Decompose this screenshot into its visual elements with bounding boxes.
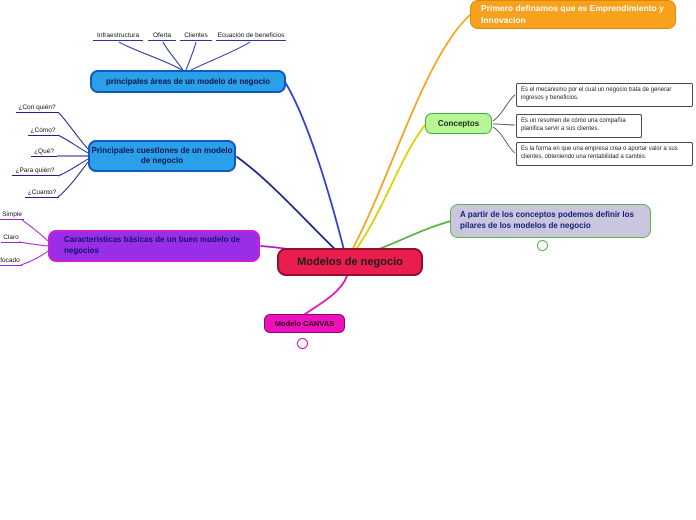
subtopic-label: ¿Cómo? (30, 127, 56, 134)
subtopic-label: Infraestructura (97, 32, 139, 39)
topic-cuestiones-label: Principales cuestiones de un modelo de n… (91, 145, 233, 165)
concept-definition-1[interactable]: Es el mecanismo por el cual un negocio t… (516, 83, 693, 107)
edge-cuestiones-paraquien (57, 158, 89, 177)
subtopic-label: ¿Cuanto? (27, 189, 57, 196)
edge-conceptos-def3 (492, 126, 516, 154)
subtopic-como[interactable]: ¿Cómo? (28, 127, 58, 136)
subtopic-label: Ecuación de beneficios (217, 32, 285, 39)
subtopic-oferta[interactable]: Oferta (148, 32, 176, 41)
subtopic-simple[interactable]: Simple (0, 211, 24, 220)
edge-cuestiones (236, 156, 341, 255)
edge-areas-oferta (162, 41, 184, 71)
central-topic[interactable]: Modelos de negocio (277, 248, 423, 276)
subtopic-cuanto[interactable]: ¿Cuanto? (25, 189, 59, 198)
subtopic-infraestructura[interactable]: Infraestructura (93, 32, 143, 41)
topic-caracteristicas-label: Características básicas de un buen model… (64, 235, 241, 255)
topic-modelo-canvas[interactable]: Modelo CANVAS (264, 314, 345, 333)
attachment-icon[interactable] (297, 338, 308, 349)
edge-areas-ecuacion (190, 41, 251, 71)
edge-cuestiones-como (57, 134, 89, 154)
edge-conceptos-def2 (492, 123, 516, 126)
concept-definition-3-text: Es la forma en que una empresa crea o ap… (521, 146, 678, 161)
subtopic-ecuacion-de-beneficios[interactable]: Ecuación de beneficios (216, 32, 286, 41)
subtopic-clientes[interactable]: Clientes (180, 32, 212, 41)
topic-conceptos-label: Conceptos (437, 119, 480, 128)
topic-emprendimiento[interactable]: Primero definamos que es Emprendimiento … (470, 0, 676, 29)
concept-definition-2[interactable]: Es un resumen de cómo una compañía plani… (516, 114, 642, 138)
subtopic-claro[interactable]: Claro (1, 234, 21, 243)
edge-conceptos (353, 123, 427, 253)
edge-conceptos-def1 (492, 94, 516, 122)
subtopic-label: Clientes (184, 32, 208, 39)
topic-modelo-canvas-label: Modelo CANVAS (274, 319, 335, 328)
topic-pilares-label: A partir de los conceptos podemos defini… (460, 210, 634, 230)
subtopic-label: ¿Qué? (34, 148, 54, 155)
edge-cuestiones-cuanto (57, 161, 89, 198)
subtopic-label: Oferta (152, 32, 172, 39)
subtopic-label: Simple (2, 211, 22, 218)
topic-conceptos[interactable]: Conceptos (425, 113, 492, 134)
collapsed-subtopics-icon[interactable] (537, 240, 548, 251)
subtopic-label: ¿Con quién? (18, 104, 56, 111)
concept-definition-2-text: Es un resumen de cómo una compañía plani… (521, 118, 626, 133)
subtopic-con-quien[interactable]: ¿Con quién? (16, 104, 58, 113)
edge-emprendimiento (351, 13, 472, 251)
subtopic-label: focado (0, 257, 20, 264)
concept-definition-1-text: Es el mecanismo por el cual un negocio t… (521, 87, 672, 102)
edge-caracteristicas-simple (20, 218, 49, 242)
edge-cuestiones-conquien (57, 111, 89, 150)
topic-caracteristicas[interactable]: Características básicas de un buen model… (48, 230, 260, 262)
subtopic-label: Claro (3, 234, 19, 241)
subtopic-enfocado[interactable]: focado (0, 257, 22, 266)
edge-areas-clientes (185, 41, 197, 71)
edge-canvas (304, 275, 348, 315)
topic-cuestiones[interactable]: Principales cuestiones de un modelo de n… (88, 140, 236, 172)
topic-emprendimiento-label: Primero definamos que es Emprendimiento … (481, 3, 664, 25)
edge-caracteristicas-claro (18, 241, 49, 247)
edge-areas (284, 81, 345, 251)
topic-areas[interactable]: principales áreas de un modelo de negoci… (90, 70, 286, 93)
subtopic-label: ¿Para quién? (15, 167, 55, 174)
topic-pilares[interactable]: A partir de los conceptos podemos defini… (450, 204, 651, 238)
concept-definition-3[interactable]: Es la forma en que una empresa crea o ap… (516, 142, 693, 166)
subtopic-para-quien[interactable]: ¿Para quién? (12, 167, 58, 176)
edge-areas-infraestructura (118, 41, 183, 71)
topic-areas-label: principales áreas de un modelo de negoci… (105, 77, 271, 86)
central-topic-label: Modelos de negocio (297, 256, 403, 268)
subtopic-que[interactable]: ¿Qué? (31, 148, 57, 157)
edge-caracteristicas-focado (20, 250, 49, 266)
